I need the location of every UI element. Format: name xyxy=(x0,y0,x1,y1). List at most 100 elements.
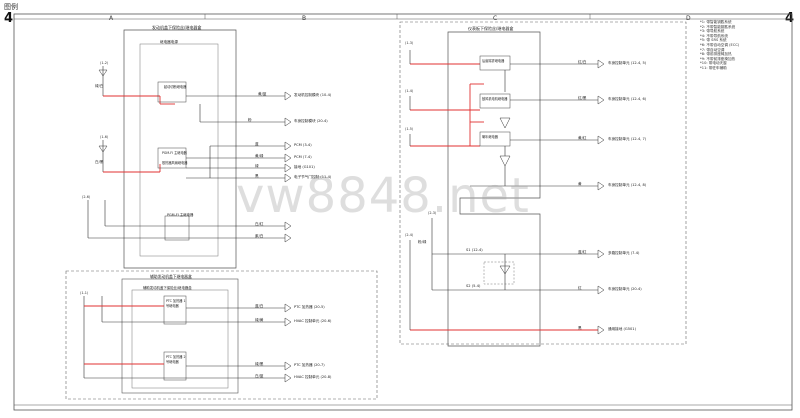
aux-terminals xyxy=(284,303,292,383)
relay-label: 起动切断继电器 xyxy=(164,85,187,89)
terminal-label: 车身控制单元 (12-4, 7) xyxy=(608,137,647,141)
aux-box-dashed xyxy=(65,270,378,400)
relay-blower xyxy=(479,93,511,109)
left-sub-box-title: PGM-FI 主继电器 xyxy=(167,213,194,217)
legend-item: *5: 带 SRS 系统 xyxy=(700,38,727,43)
terminal-label: HVAC 控制单元 (20-8) xyxy=(294,375,332,379)
column-letter-a: A xyxy=(109,15,114,22)
left-inner-title: 继电器电源 xyxy=(160,40,178,44)
right-wire-label: 红/黑 xyxy=(578,96,587,100)
right-terminals xyxy=(597,59,605,335)
legend-item: *8: 带前排座椅加热 xyxy=(700,52,732,57)
svg-text:(1-6): (1-6) xyxy=(100,135,109,139)
relay-label: 喇叭继电器 xyxy=(482,135,498,139)
terminal-label: 车身控制单元 (12-4, 5) xyxy=(608,61,647,65)
legend-item: *10: 带电动天窗 xyxy=(700,61,727,66)
fuse-box-inner xyxy=(139,43,219,257)
left-wire-label: 蓝 xyxy=(255,142,259,146)
right-wire-label: 黄/红 xyxy=(578,136,587,140)
left-wire-label: 绿/白 xyxy=(95,84,104,88)
left-terminals xyxy=(284,91,292,243)
splice-box xyxy=(483,261,515,285)
terminal-label: 车身控制单元 (12-4, 8) xyxy=(608,183,647,187)
relay-label: PTC 加热器 2 号继电器 xyxy=(166,355,186,364)
right-wire-label: 粉/绿 xyxy=(418,240,427,244)
watermark: vw8848.net xyxy=(236,168,530,224)
aux-inner-title: 辅助发动机盖下保险丝/继电器盒 xyxy=(143,286,192,290)
relay-ptc-1 xyxy=(163,295,187,325)
column-letter-b: B xyxy=(302,15,307,22)
left-wire-label: 白/黑 xyxy=(95,160,104,164)
column-letter-d: D xyxy=(686,15,691,22)
terminal-label: 多路控制单元 (7-4) xyxy=(608,251,640,255)
splice-label: S1 (12-4) xyxy=(466,248,483,252)
legend-item: *6: 不带自动空调 (ECC) xyxy=(700,42,740,47)
svg-text:(1-1): (1-1) xyxy=(80,291,89,295)
legend-block: *1: 带智能钥匙系统 *2: 不带智能钥匙系统 *3: 带导航系统 *4: 不… xyxy=(700,20,739,71)
left-wire-label: 紫/白 xyxy=(255,234,264,238)
aux-title: 辅助发动机盖下继电器盒 xyxy=(150,274,192,279)
column-letter-c: C xyxy=(493,15,498,22)
legend-item: *11: 带驻车辅助 xyxy=(700,65,727,70)
terminal-label: 车身控制单元 (20-4) xyxy=(608,287,642,291)
svg-text:(2-3): (2-3) xyxy=(428,211,437,215)
left-connector-3 xyxy=(87,200,106,238)
relay-label: 后窗除雾继电器 xyxy=(482,59,505,63)
left-wire-label: 绿 xyxy=(255,164,259,168)
terminal-label: 车身控制单元 (12-4, 6) xyxy=(608,97,647,101)
right-wire-label: 红 xyxy=(578,286,582,290)
page-title: 图例 xyxy=(4,3,18,11)
relay-rear-defog xyxy=(479,55,511,71)
svg-text:(2-6): (2-6) xyxy=(82,195,91,199)
under-dash-box xyxy=(447,31,541,347)
right-wire-label: 蓝/红 xyxy=(578,250,587,254)
terminal-label: 车身控制模块 (20-4) xyxy=(294,119,328,123)
relay-label: PTC 加热器 1 号继电器 xyxy=(166,299,186,308)
terminal-label: 电子节气门控制 (11-4) xyxy=(294,175,332,179)
left-wire-label: 黄/蓝 xyxy=(258,92,267,96)
terminal-label: PTC 加热器 (20-5) xyxy=(294,305,325,309)
relay-label: 鼓风机电机继电器 xyxy=(482,97,508,101)
under-dash-dashed xyxy=(399,21,687,345)
splice-label: S2 (5-4) xyxy=(466,284,481,288)
terminal-label: 发动机控制模块 (10-4) xyxy=(294,93,332,97)
legend-item: *2: 不带智能钥匙系统 xyxy=(700,24,736,29)
aux-wire-label: 绿/黑 xyxy=(255,362,264,366)
svg-text:(1-3): (1-3) xyxy=(405,41,414,45)
right-wire-label: 黑 xyxy=(578,326,582,330)
left-wire-label: 黄/绿 xyxy=(255,154,264,158)
left-module-title: 发动机盖下保险丝/继电器盒 xyxy=(152,25,202,30)
terminal-label: 接地 (G101) xyxy=(294,165,315,169)
aux-wire-label: 白/蓝 xyxy=(255,374,264,378)
relay-starter-cut xyxy=(157,81,187,103)
left-connector-1 xyxy=(98,66,108,96)
svg-text:(1-4): (1-4) xyxy=(405,89,414,93)
svg-text:(2-4): (2-4) xyxy=(405,233,414,237)
svg-text:(1-5): (1-5) xyxy=(405,127,414,131)
aux-box-outline xyxy=(121,278,239,394)
terminal-label: PCM (3-4) xyxy=(294,143,312,147)
fuse-box-outline xyxy=(123,29,237,269)
right-wire-label: 黄 xyxy=(578,182,582,186)
terminal-label: PTC 加热器 (20-7) xyxy=(294,363,325,367)
terminal-label: 通用接地 (G501) xyxy=(608,327,636,331)
legend-item: *1: 带智能钥匙系统 xyxy=(700,20,732,24)
left-connector-2 xyxy=(98,140,108,172)
relay-pgm-fi-sub xyxy=(164,215,190,241)
relay-horn xyxy=(479,131,511,147)
right-module-title: 仪表板下保险丝/继电器盒 xyxy=(468,26,514,31)
left-wire-label: 黑 xyxy=(255,174,259,178)
terminal-label: PCM (7-4) xyxy=(294,155,312,159)
relay-label: PGM-FI 主继电器 xyxy=(162,151,187,155)
page-number-left: 4 xyxy=(4,11,14,26)
svg-text:(1-2): (1-2) xyxy=(100,61,109,65)
aux-wire-label: 绿/黄 xyxy=(255,318,264,322)
left-wire-label: 粉 xyxy=(248,118,252,122)
left-wire-label: 白/红 xyxy=(255,222,264,226)
aux-wire-label: 蓝/白 xyxy=(255,304,264,308)
page-number-right: 4 xyxy=(785,11,795,26)
legend-item: *7: 带自动空调 xyxy=(700,47,725,52)
legend-item: *3: 带导航系统 xyxy=(700,29,725,34)
